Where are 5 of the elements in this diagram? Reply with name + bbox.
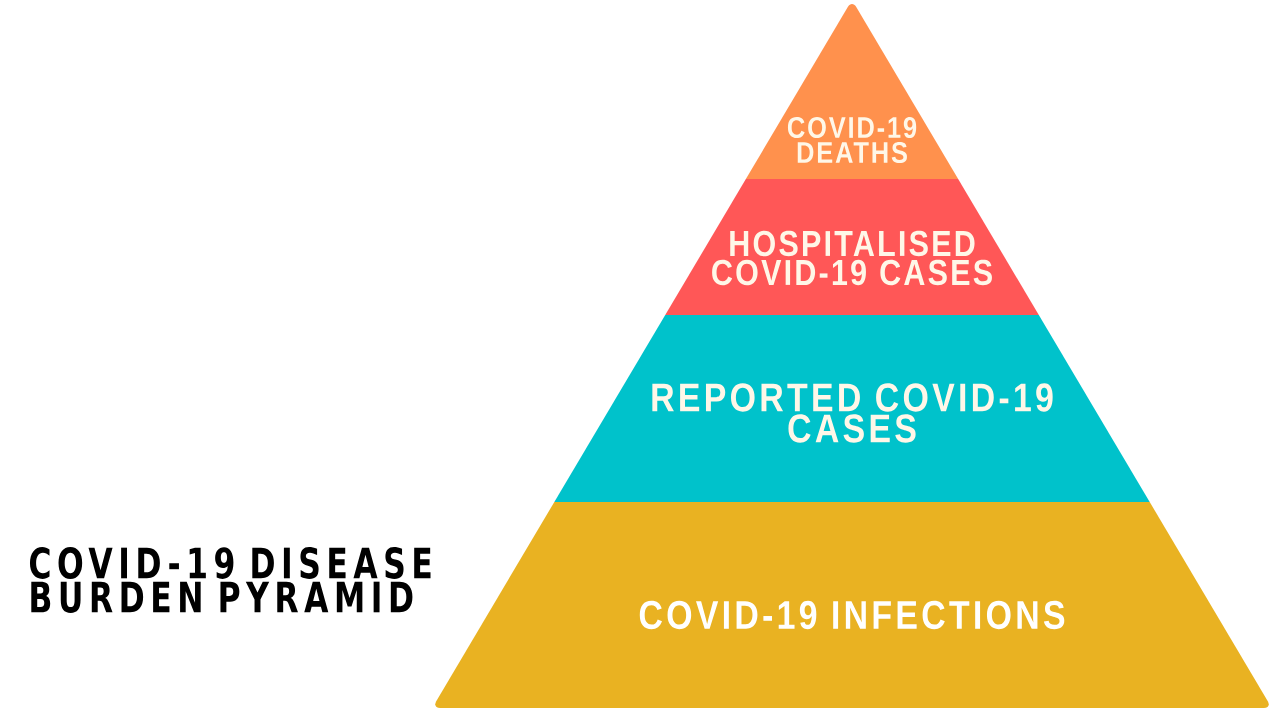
pyramid-tier: HOSPITALISED COVID-19 CASES bbox=[665, 179, 1039, 315]
title: COVID-19 DISEASE BURDEN PYRAMID bbox=[29, 547, 431, 613]
pyramid-tier: COVID-19 DEATHS bbox=[745, 4, 959, 179]
pyramid-tier: COVID-19 INFECTIONS bbox=[435, 502, 1269, 708]
pyramid-tier: REPORTED COVID-19 CASES bbox=[554, 315, 1150, 502]
